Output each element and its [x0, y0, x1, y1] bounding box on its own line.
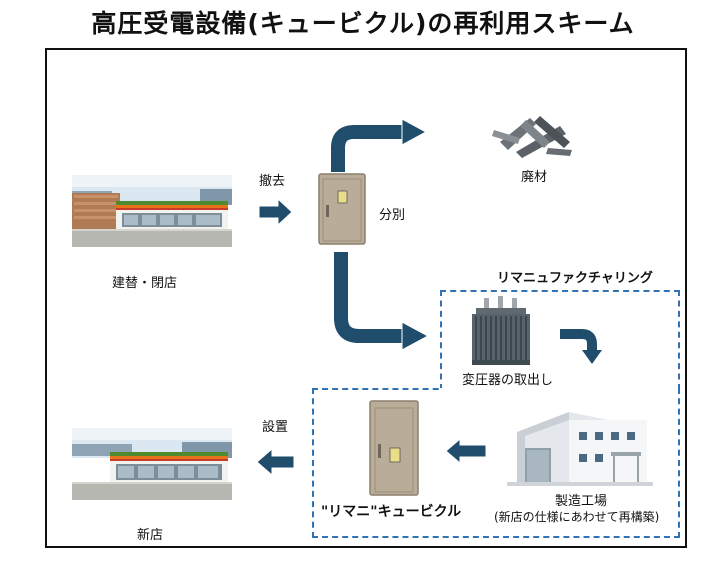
diagram-frame [45, 48, 687, 548]
remanufactured-cubicle-icon [369, 400, 419, 496]
remanufactured-cubicle-label: "リマニ"キュービクル [321, 504, 462, 520]
old-store-image [72, 175, 232, 247]
new-store-image [72, 428, 232, 500]
arrow-left-icon [445, 437, 487, 465]
transformer-label: 変圧器の取出し [462, 373, 554, 388]
install-label: 設置 [262, 420, 289, 435]
remanufacturing-region-upper [440, 290, 680, 390]
factory-label: 製造工場 [555, 494, 608, 509]
old-store-label: 建替・閉店 [112, 276, 178, 291]
removal-label: 撤去 [259, 174, 286, 189]
scrap-metal-icon [492, 116, 572, 158]
scrap-label: 廃材 [521, 170, 548, 185]
page-title: 高圧受電設備(キュービクル)の再利用スキーム [91, 9, 635, 38]
arrow-right-icon [258, 197, 293, 227]
arrow-to-factory-icon [560, 329, 597, 352]
factory-sublabel: (新店の仕様にあわせて再構築) [494, 510, 660, 524]
sorting-label: 分別 [379, 208, 406, 223]
factory-building-icon [507, 412, 653, 486]
new-store-label: 新店 [137, 528, 164, 543]
cubicle-cabinet-icon [318, 173, 366, 245]
arrow-to-transformer-icon [332, 252, 404, 345]
transformer-icon [472, 296, 530, 365]
remanufacturing-label: リマニュファクチャリング [497, 271, 653, 286]
arrow-install-icon [256, 447, 295, 477]
